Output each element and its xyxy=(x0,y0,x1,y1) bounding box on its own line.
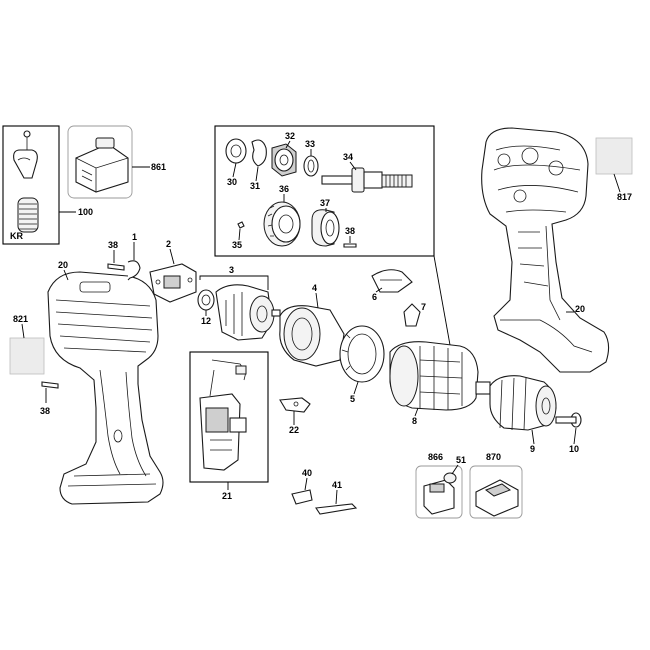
callout-33: 33 xyxy=(305,139,315,149)
callout-8: 8 xyxy=(412,416,417,426)
callout-38-top: 38 xyxy=(108,240,118,250)
inset-leader-to-gearbox xyxy=(433,255,451,346)
callout-10: 10 xyxy=(569,444,579,454)
callout-2: 2 xyxy=(166,239,171,249)
part-10-chuck-screw xyxy=(555,412,582,428)
part-20-housing-left xyxy=(47,271,164,505)
callout-4: 4 xyxy=(312,283,317,293)
inset-frame-transmission xyxy=(214,125,435,257)
inset-frame-switch xyxy=(189,351,269,483)
part-38-screw-inset xyxy=(343,243,357,248)
callout-30: 30 xyxy=(227,177,237,187)
part-3-motor xyxy=(215,284,281,341)
bracket-3 xyxy=(199,275,269,290)
callout-37: 37 xyxy=(320,198,330,208)
part-20-housing-right xyxy=(481,127,610,373)
callout-7: 7 xyxy=(421,302,426,312)
label-plate-817 xyxy=(595,137,633,175)
callout-34: 34 xyxy=(343,152,353,162)
callout-kr: KR xyxy=(10,231,23,241)
kit-battery: 866 51 xyxy=(415,452,466,519)
part-7-spring xyxy=(403,303,421,327)
part-9-chuck xyxy=(489,375,557,431)
callout-36: 36 xyxy=(279,184,289,194)
part-12-ring xyxy=(197,289,215,311)
part-30-washer xyxy=(225,138,247,164)
part-6-mode-cover xyxy=(371,269,413,293)
label-plate-821 xyxy=(9,337,45,375)
inset-frame-kr xyxy=(2,125,60,245)
part-5-clutch-ring xyxy=(339,325,385,383)
callout-9: 9 xyxy=(530,444,535,454)
part-1-spring-clip xyxy=(127,260,141,281)
part-33-ring xyxy=(303,155,319,177)
part-35-pin xyxy=(237,221,245,229)
part-38-screw-top xyxy=(107,263,125,271)
callout-38-left: 38 xyxy=(40,406,50,416)
callout-51: 51 xyxy=(456,455,466,465)
callout-20-left: 20 xyxy=(58,260,68,270)
part-22-forward-reverse-lever xyxy=(279,397,311,413)
callout-38-inset: 38 xyxy=(345,226,355,236)
callout-40: 40 xyxy=(302,468,312,478)
callout-12: 12 xyxy=(201,316,211,326)
part-40-belt-clip xyxy=(291,489,313,505)
part-36-bearing xyxy=(263,201,301,247)
part-8-gearbox xyxy=(389,341,491,411)
callout-35: 35 xyxy=(232,240,242,250)
inset-side-handle-kit: KR 100 xyxy=(2,125,93,245)
kit-carry-case: 861 xyxy=(67,125,166,199)
kit-charger: 870 xyxy=(469,452,523,519)
inset-transmission-detail: 30 31 32 33 34 35 xyxy=(214,125,435,257)
part-21-switch xyxy=(199,359,247,471)
part-2-switch-plate xyxy=(149,263,197,303)
part-31-clip xyxy=(251,139,267,167)
callout-870: 870 xyxy=(486,452,501,462)
callout-1: 1 xyxy=(132,232,137,242)
callout-32: 32 xyxy=(285,131,295,141)
callout-41: 41 xyxy=(332,480,342,490)
part-51-cap xyxy=(443,472,457,484)
part-34-spindle xyxy=(321,167,413,193)
callout-861: 861 xyxy=(151,162,166,172)
callout-100: 100 xyxy=(78,207,93,217)
callout-817: 817 xyxy=(617,192,632,202)
callout-22: 22 xyxy=(289,425,299,435)
part-32-carrier xyxy=(271,143,297,177)
callout-5: 5 xyxy=(350,394,355,404)
callout-21: 21 xyxy=(222,491,232,501)
callout-866: 866 xyxy=(428,452,443,462)
part-38-screw-left xyxy=(41,381,59,389)
callout-31: 31 xyxy=(250,181,260,191)
callout-3: 3 xyxy=(229,265,234,275)
part-side-handle xyxy=(13,130,39,233)
part-41-screwdriver-bit xyxy=(315,503,358,515)
callout-6: 6 xyxy=(372,292,377,302)
part-4-ring-gear xyxy=(279,305,345,367)
callout-821: 821 xyxy=(13,314,28,324)
callout-20-right: 20 xyxy=(575,304,585,314)
part-37-bushing xyxy=(311,209,340,247)
